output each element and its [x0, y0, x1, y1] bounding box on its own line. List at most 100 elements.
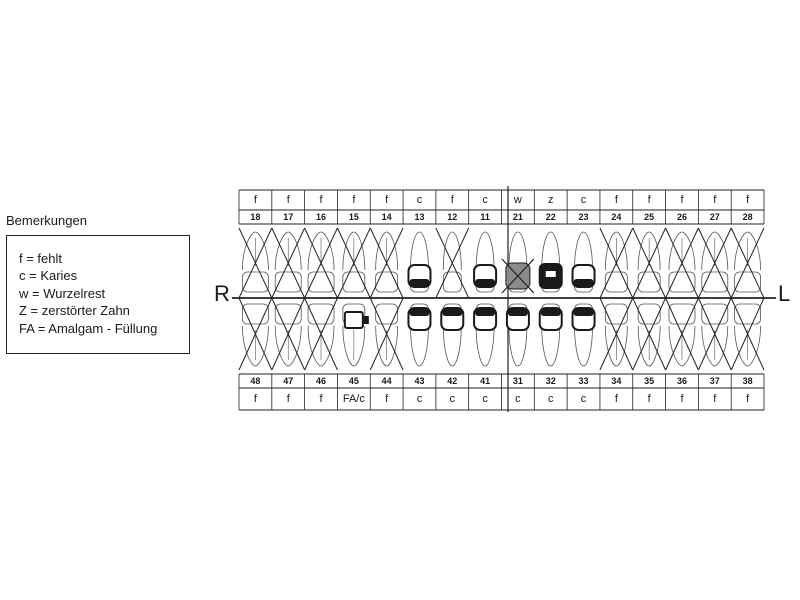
caries-mark — [540, 309, 561, 316]
tooth-number: 47 — [283, 376, 293, 386]
tooth-crown-outline — [604, 303, 628, 325]
tooth-crown-outline — [734, 271, 761, 293]
tooth-root-outline — [274, 231, 302, 271]
tooth-crown-outline — [342, 271, 366, 293]
tooth-15: f15 — [336, 194, 371, 299]
tooth-17: f17 — [271, 194, 306, 299]
tooth-root-outline — [410, 325, 429, 367]
tooth-root-outline — [307, 325, 335, 367]
tooth-root-outline — [604, 231, 628, 271]
tooth-crown-outline — [274, 303, 302, 325]
tooth-number: 13 — [414, 212, 424, 222]
status-label: f — [320, 194, 324, 206]
missing-cross — [369, 297, 404, 371]
status-label: f — [385, 194, 389, 206]
legend-title: Bemerkungen — [6, 213, 87, 228]
missing-cross — [271, 227, 306, 299]
tooth-38: f38 — [730, 297, 765, 405]
missing-cross — [336, 227, 371, 299]
tooth-number: 38 — [743, 376, 753, 386]
status-label: f — [648, 194, 652, 206]
tooth-root-outline — [342, 231, 366, 271]
tooth-31: c31 — [505, 303, 530, 405]
missing-cross — [238, 297, 273, 371]
status-label: f — [254, 194, 258, 206]
tooth-13: c13 — [407, 194, 432, 293]
tooth-root-outline — [701, 325, 729, 367]
tooth-32: c32 — [538, 303, 563, 405]
tooth-number: 28 — [743, 212, 753, 222]
tooth-number: 16 — [316, 212, 326, 222]
tooth-number: 12 — [447, 212, 457, 222]
tooth-root-outline — [668, 325, 696, 367]
legend-item-destroyed: Z = zerstörter Zahn — [19, 303, 130, 319]
tooth-35: f35 — [632, 297, 667, 405]
tooth-number: 18 — [250, 212, 260, 222]
tooth-root-outline — [734, 231, 761, 271]
destroyed-tooth-detail — [545, 271, 556, 277]
tooth-number: 45 — [349, 376, 359, 386]
tooth-41: c 41 — [473, 303, 498, 405]
status-label: f — [385, 393, 389, 405]
legend-box: f = fehlt c = Karies w = Wurzelrest Z = … — [6, 235, 190, 354]
tooth-number: 31 — [513, 376, 523, 386]
tooth-number: 36 — [677, 376, 687, 386]
missing-cross — [304, 227, 338, 299]
missing-cross — [369, 227, 404, 299]
tooth-number: 41 — [480, 376, 490, 386]
missing-cross — [599, 227, 634, 299]
tooth-root-outline — [442, 231, 462, 271]
status-label: f — [615, 194, 619, 206]
tooth-crown-outline — [701, 271, 729, 293]
tooth-number: 44 — [382, 376, 392, 386]
tooth-crown-outline — [375, 303, 399, 325]
tooth-root-outline — [508, 325, 528, 367]
tooth-24: f24 — [599, 194, 634, 299]
tooth-46: f46 — [304, 297, 338, 405]
tooth-crown-outline — [604, 271, 628, 293]
tooth-root-outline — [541, 325, 561, 367]
caries-mark — [409, 279, 430, 286]
status-label: f — [451, 194, 455, 206]
tooth-root-outline — [508, 231, 528, 271]
tooth-number: 27 — [710, 212, 720, 222]
tooth-18: f 18 — [238, 194, 273, 299]
tooth-root-outline — [701, 231, 729, 271]
tooth-27: f 27 — [697, 194, 732, 299]
tooth-root-outline — [410, 231, 429, 271]
missing-cross — [730, 227, 765, 299]
missing-cross — [599, 297, 634, 371]
tooth-number: 37 — [710, 376, 720, 386]
tooth-root-outline — [375, 231, 399, 271]
tooth-number: 21 — [513, 212, 523, 222]
missing-cross — [632, 227, 667, 299]
tooth-number: 35 — [644, 376, 654, 386]
caries-mark — [573, 309, 594, 316]
tooth-root-outline — [307, 231, 335, 271]
tooth-root-outline — [574, 231, 593, 271]
status-label: w — [513, 194, 522, 206]
tooth-37: f37 — [697, 297, 732, 405]
side-label-right: R — [214, 281, 230, 306]
status-label: c — [450, 393, 456, 405]
status-label: f — [713, 194, 717, 206]
missing-cross — [271, 297, 306, 371]
tooth-48: f48 — [238, 297, 273, 405]
tooth-root-outline — [475, 231, 495, 271]
tooth-45: FA/c45 — [342, 303, 369, 405]
tooth-43: c43 — [407, 303, 432, 405]
tooth-16: f 16 — [304, 194, 338, 299]
tooth-crown-outline — [637, 303, 661, 325]
tooth-crown-outline — [668, 271, 696, 293]
status-label: f — [615, 393, 619, 405]
status-label: f — [746, 194, 750, 206]
tooth-23: c23 — [571, 194, 596, 293]
tooth-25: f25 — [632, 194, 667, 299]
caries-mark — [475, 309, 496, 316]
status-label: c — [482, 393, 488, 405]
status-label: f — [680, 194, 684, 206]
tooth-number: 26 — [677, 212, 687, 222]
tooth-crown-outline — [242, 303, 269, 325]
tooth-number: 48 — [250, 376, 260, 386]
missing-cross — [665, 297, 699, 371]
